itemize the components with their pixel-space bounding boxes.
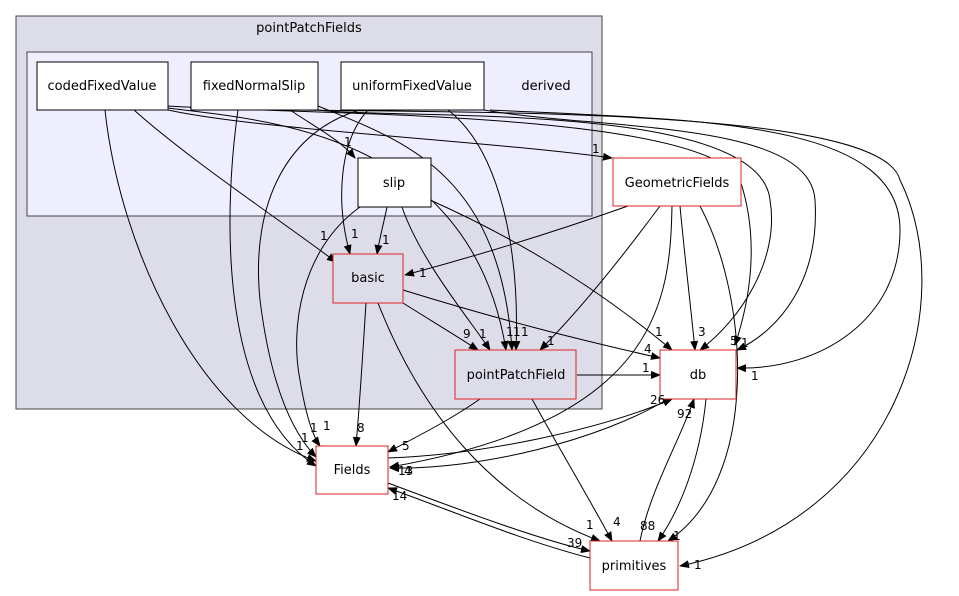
node-label: codedFixedValue — [48, 79, 157, 94]
edge-basic-prims — [377, 302, 601, 542]
node-basic[interactable]: basic — [332, 253, 404, 304]
edge-label-slip-db: 1 — [655, 325, 663, 339]
edge-db-prims — [657, 398, 707, 542]
node-codedFixedValue[interactable]: codedFixedValue — [36, 61, 169, 111]
edge-label-prims-fields: 14 — [392, 489, 407, 503]
node-primitives[interactable]: primitives — [589, 540, 679, 591]
edge-label-ppf-db: 1 — [642, 361, 650, 375]
edge-slip-db — [429, 199, 673, 351]
edge-basic-fields — [352, 302, 367, 447]
edge-basic-ppf — [402, 302, 479, 351]
edge-label-fns-fields: 1 — [301, 431, 309, 445]
edge-label-slip-fields: 1 — [323, 419, 331, 433]
edge-label-basic-prims: 1 — [586, 518, 594, 532]
edge-geo-ppf — [539, 205, 661, 351]
edge-geo-db — [679, 205, 699, 351]
edge-ufv-basic — [341, 109, 369, 255]
edge-label-ppf-fields: 5 — [402, 439, 410, 453]
edge-label-db-fields: 13 — [398, 464, 413, 478]
edge-prims-fields — [387, 487, 591, 559]
edge-slip-ppf — [401, 206, 491, 351]
node-label: fixedNormalSlip — [203, 79, 306, 94]
edge-ufv-ppf — [447, 109, 521, 351]
cluster-title-derived: derived — [521, 79, 570, 94]
node-label: slip — [383, 176, 405, 191]
edge-label-geo-fields: 4 — [404, 464, 412, 478]
edge-ufv-fields — [258, 109, 361, 458]
edge-label-cfv-fields: 1 — [296, 439, 304, 453]
edge-label-slip-ppf: 1 — [479, 327, 487, 341]
edge-label-cfv-db: 5 — [730, 334, 738, 348]
edge-label-geo-prims: 1 — [673, 529, 681, 543]
node-label: pointPatchField — [467, 368, 566, 383]
edge-geo-basic — [404, 205, 629, 277]
edge-label-db-prims: 92 — [677, 407, 692, 421]
edge-ppf-fields — [387, 398, 481, 453]
edge-label-geo-basic: 1 — [419, 266, 427, 280]
edge-label-ufv-ppf: 1 — [521, 325, 529, 339]
edge-fns-fields — [229, 109, 317, 467]
edge-cfv-fields — [104, 109, 317, 462]
node-fixedNormalSlip[interactable]: fixedNormalSlip — [190, 61, 319, 111]
edge-basic-db — [402, 289, 661, 360]
edge-cfv-ppf — [167, 107, 509, 351]
edge-cfv-prims — [189, 107, 923, 569]
edge-cfv-db — [167, 105, 752, 346]
edge-labels: 1 1 1 1 1 1 9 1 1 1 1 1 1 3 4 1 5 1 1 26… — [296, 135, 759, 572]
edge-label-fns-slip: 1 — [344, 135, 352, 149]
node-label: Fields — [334, 463, 371, 478]
node-Fields[interactable]: Fields — [315, 445, 389, 495]
edge-label-cfv-basic: 1 — [320, 229, 328, 243]
edge-label-fns-ppf: 1 — [506, 325, 514, 339]
edge-label-slip-basic: 1 — [382, 233, 390, 247]
edge-fields-db — [387, 398, 673, 459]
edge-slip-basic — [374, 206, 388, 255]
edge-label-cfv-prims: 1 — [694, 558, 702, 572]
node-slip[interactable]: slip — [357, 157, 432, 208]
edge-label-basic-fields: 8 — [357, 421, 365, 435]
edge-ppf-prims — [531, 398, 613, 542]
edge-ufv-db2 — [489, 109, 901, 373]
node-label: primitives — [602, 559, 667, 574]
node-label: db — [690, 368, 707, 383]
edge-label-cfv-geo: 1 — [592, 142, 600, 156]
edge-label-ppf-prims: 4 — [613, 515, 621, 529]
edge-geo-prims — [667, 205, 739, 542]
node-uniformFixedValue[interactable]: uniformFixedValue — [340, 61, 485, 111]
edge-label-geo-db: 3 — [698, 325, 706, 339]
edge-fields-prims — [387, 482, 591, 553]
edge-label-geo-ppf: 1 — [547, 334, 555, 348]
edge-prims-db — [639, 398, 695, 542]
edge-ufv-db — [483, 109, 816, 351]
node-label: GeometricFields — [625, 176, 730, 191]
edge-label-fns-db: 1 — [741, 336, 749, 350]
node-label: uniformFixedValue — [352, 79, 472, 94]
edge-label-fields-db: 26 — [650, 393, 665, 407]
edge-cfv-basic — [133, 109, 337, 263]
cluster-title-pointPatchFields: pointPatchFields — [256, 21, 362, 36]
edge-label-ppf-1a: 1 — [513, 325, 521, 339]
node-label: basic — [351, 271, 385, 286]
edge-label-prims-db: 88 — [640, 519, 655, 533]
edge-label-ufv-basic: 1 — [351, 227, 359, 241]
edge-fns-slip — [289, 109, 356, 159]
edge-fns-ppf — [317, 105, 516, 351]
edge-cfv-geo — [167, 109, 613, 161]
edge-label-ufv-db: 1 — [751, 369, 759, 383]
edge-label-ufv-fields: 1 — [310, 421, 318, 435]
edge-label-fields-prims: 39 — [567, 536, 582, 550]
node-pointPatchField[interactable]: pointPatchField — [454, 349, 577, 400]
edge-db-fields — [389, 398, 669, 473]
edge-slip-fields — [296, 206, 361, 447]
edge-geo-fields — [389, 205, 673, 470]
node-db[interactable]: db — [659, 349, 737, 400]
node-GeometricFields[interactable]: GeometricFields — [612, 157, 742, 207]
edge-label-basic-db: 4 — [644, 342, 652, 356]
edge-label-basic-ppf: 9 — [463, 327, 471, 341]
